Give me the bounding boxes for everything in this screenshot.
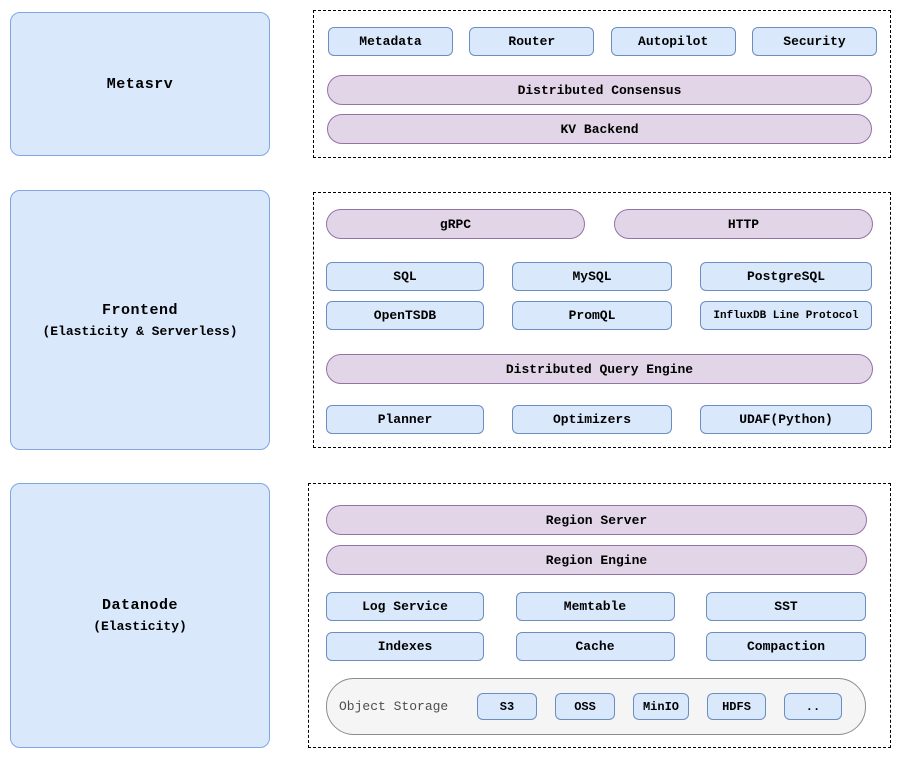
pill-kv-backend: KV Backend: [327, 114, 872, 144]
component-router: Router: [469, 27, 595, 56]
component-indexes: Indexes: [326, 632, 484, 661]
component-influxdb-line-protocol: InfluxDB Line Protocol: [700, 301, 872, 330]
pill-region-engine: Region Engine: [326, 545, 867, 575]
component-opentsdb: OpenTSDB: [326, 301, 484, 330]
component-autopilot: Autopilot: [610, 27, 736, 56]
component-cache: Cache: [515, 632, 675, 661]
metasrv-title: Metasrv: [106, 75, 174, 93]
frontend-panel: gRPC HTTP SQL MySQL PostgreSQL OpenTSDB …: [313, 192, 891, 448]
object-storage-container: Object Storage S3 OSS MinIO HDFS ..: [326, 678, 866, 735]
datanode-title: Datanode: [101, 597, 178, 614]
component-memtable: Memtable: [515, 592, 675, 621]
object-storage-label: Object Storage: [339, 699, 449, 714]
component-metadata: Metadata: [328, 27, 453, 56]
datanode-panel: Region Server Region Engine Log Service …: [308, 483, 891, 748]
component-sst: SST: [706, 592, 866, 621]
pill-distributed-query-engine: Distributed Query Engine: [326, 354, 873, 384]
component-postgresql: PostgreSQL: [700, 262, 872, 291]
pill-region-server: Region Server: [326, 505, 867, 535]
frontend-protocols-row1: SQL MySQL PostgreSQL: [326, 262, 872, 291]
frontend-endpoints-row: gRPC HTTP: [326, 209, 873, 239]
component-planner: Planner: [326, 405, 484, 434]
pill-http: HTTP: [614, 209, 873, 239]
component-compaction: Compaction: [706, 632, 866, 661]
component-promql: PromQL: [512, 301, 672, 330]
component-sql: SQL: [326, 262, 484, 291]
storage-more: ..: [784, 693, 842, 720]
pill-grpc: gRPC: [326, 209, 585, 239]
frontend-engine-row: Planner Optimizers UDAF(Python): [326, 405, 872, 434]
component-mysql: MySQL: [512, 262, 672, 291]
pill-distributed-consensus: Distributed Consensus: [327, 75, 872, 105]
datanode-subtitle: (Elasticity): [93, 619, 187, 634]
datanode-row1: Log Service Memtable SST: [326, 592, 866, 621]
storage-minio: MinIO: [633, 693, 689, 720]
frontend-subtitle: (Elasticity & Serverless): [42, 323, 238, 339]
frontend-node: Frontend (Elasticity & Serverless): [10, 190, 270, 450]
storage-s3: S3: [477, 693, 537, 720]
component-log-service: Log Service: [326, 592, 484, 621]
metasrv-node: Metasrv: [10, 12, 270, 156]
component-optimizers: Optimizers: [512, 405, 672, 434]
object-storage-backends: S3 OSS MinIO HDFS ..: [477, 693, 842, 720]
storage-oss: OSS: [555, 693, 615, 720]
component-udaf-python: UDAF(Python): [700, 405, 872, 434]
frontend-protocols-row2: OpenTSDB PromQL InfluxDB Line Protocol: [326, 301, 872, 330]
metasrv-panel: Metadata Router Autopilot Security Distr…: [313, 10, 891, 158]
datanode-node: Datanode (Elasticity): [10, 483, 270, 748]
metasrv-components-row: Metadata Router Autopilot Security: [328, 27, 877, 56]
datanode-row2: Indexes Cache Compaction: [326, 632, 866, 661]
storage-hdfs: HDFS: [707, 693, 766, 720]
component-security: Security: [751, 27, 877, 56]
frontend-title: Frontend: [101, 301, 178, 319]
